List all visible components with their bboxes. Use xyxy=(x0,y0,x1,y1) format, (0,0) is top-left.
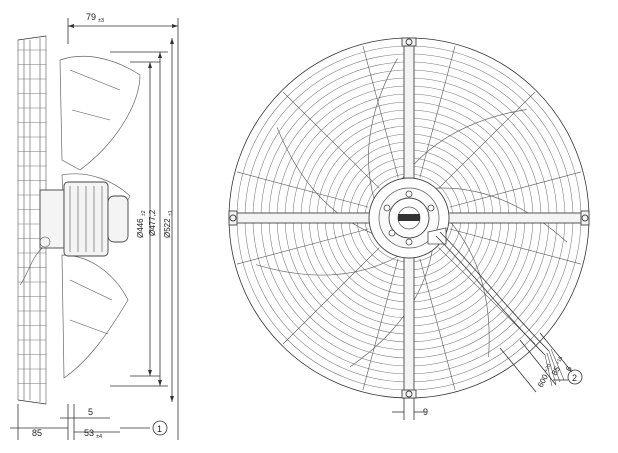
fan-blade xyxy=(432,187,568,243)
fan-blade xyxy=(368,58,398,202)
guard-spoke xyxy=(449,228,582,265)
guard-spoke xyxy=(236,228,369,265)
side-view: 79 ±3 Ø446 ±2 Ø477,2 Ø522 ±1 5 85 53 ±4 … xyxy=(10,12,179,440)
guard-spoke xyxy=(362,45,399,178)
guard-spoke xyxy=(282,247,380,345)
guard-spoke xyxy=(419,45,456,178)
dim-600-tol: +20 xyxy=(543,363,552,373)
dim-522-label: Ø522 xyxy=(163,218,172,238)
note-1-circle xyxy=(152,420,168,436)
front-cable xyxy=(435,231,573,393)
note-2-label: 2 xyxy=(572,373,577,383)
dim-477-label: Ø477,2 xyxy=(148,209,157,236)
note-1-label: 1 xyxy=(157,424,162,434)
dim-5-label: 5 xyxy=(88,407,93,417)
side-motor xyxy=(19,181,129,286)
note-2-circle xyxy=(567,369,583,385)
fan-blade xyxy=(446,217,490,357)
front-view: 600 +20 85 +15 6 2 9 xyxy=(228,37,590,420)
dim-79-tol: ±3 xyxy=(98,18,104,24)
front-dim-9 xyxy=(392,398,426,420)
guard-spoke xyxy=(282,91,380,189)
front-guard-spokes xyxy=(236,45,582,391)
guard-spoke xyxy=(236,171,369,208)
guard-spoke xyxy=(449,171,582,208)
dim-446-label: Ø446 xyxy=(136,218,145,238)
dim-85-label: 85 xyxy=(32,428,42,438)
dim-53-label: 53 xyxy=(84,428,94,438)
guard-spoke xyxy=(362,258,399,391)
dim-522-tol: ±1 xyxy=(168,210,174,216)
dim-446-tol: ±2 xyxy=(141,210,147,216)
guard-spoke xyxy=(419,258,456,391)
dim-79-label: 79 xyxy=(86,12,96,22)
front-blades xyxy=(255,58,568,368)
dim-9-label: 9 xyxy=(423,407,428,417)
dim-85-front-tol: +15 xyxy=(555,355,564,365)
front-hub xyxy=(368,177,450,259)
fan-blade xyxy=(255,254,401,276)
guard-spoke xyxy=(438,91,536,189)
dim-6-label: 6 xyxy=(564,364,574,373)
side-dimension-lines xyxy=(10,18,179,440)
dim-53-tol: ±4 xyxy=(96,434,102,440)
guard-spoke xyxy=(438,247,536,345)
fan-blade xyxy=(276,127,375,235)
fan-blade xyxy=(400,109,527,182)
